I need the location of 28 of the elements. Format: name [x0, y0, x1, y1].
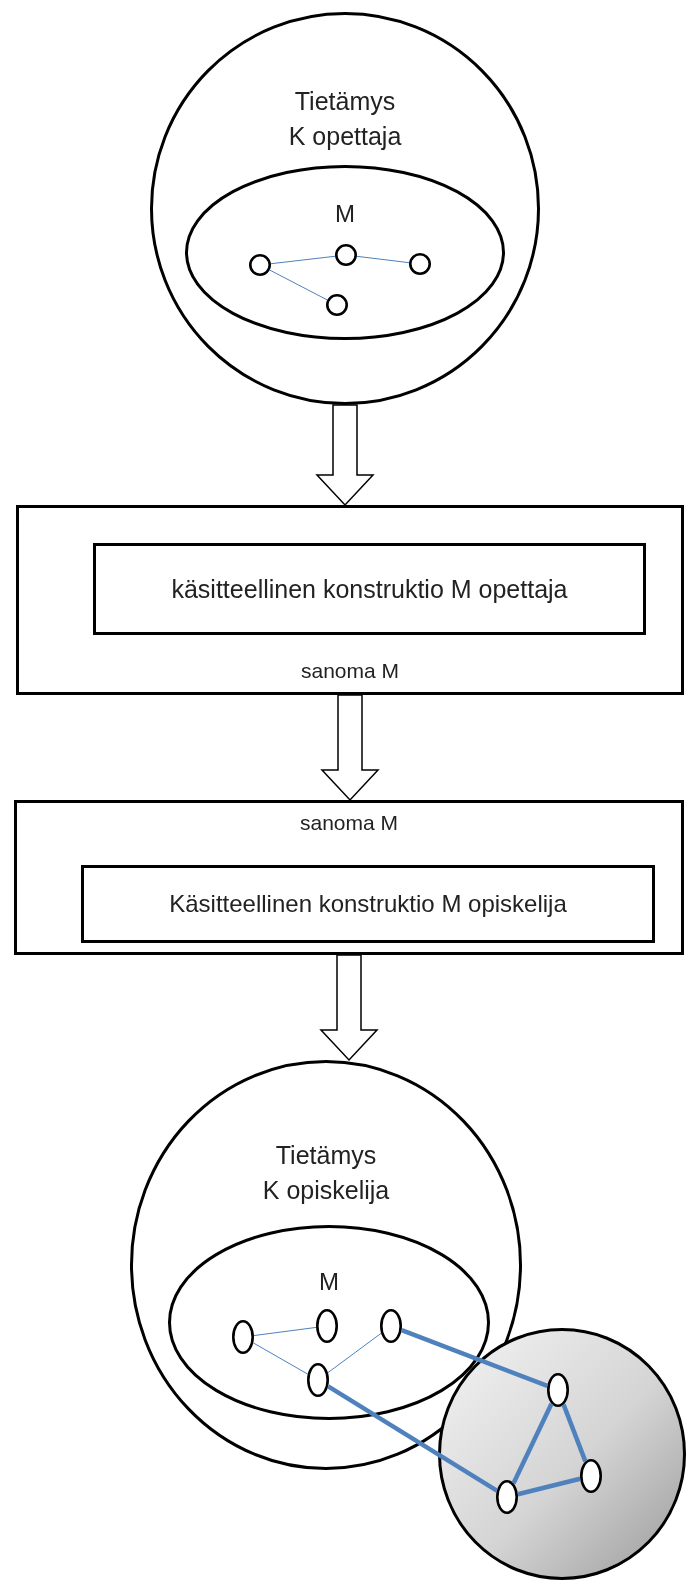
connector-line	[517, 1476, 581, 1497]
process-box	[16, 505, 684, 695]
block-arrow	[319, 954, 379, 1062]
node-label: M	[319, 1267, 339, 1297]
connector-line	[270, 255, 336, 265]
connector-line	[327, 1332, 382, 1374]
connector-line	[253, 1326, 317, 1337]
node-label: käsitteellinen konstruktio M opettaja	[171, 573, 568, 605]
node-label: Käsitteellinen konstruktio M opiskelija	[169, 889, 567, 920]
process-box	[81, 865, 655, 943]
connector-line	[327, 1384, 498, 1493]
node-label: Tietämys	[275, 1140, 377, 1171]
node-label: M	[335, 199, 355, 229]
connector-line	[356, 255, 410, 264]
node-label: sanoma M	[299, 810, 398, 836]
process-box	[14, 800, 684, 955]
node-label: Tietämys	[294, 86, 396, 117]
node-label: K opiskelija	[262, 1175, 390, 1206]
connector-line	[252, 1342, 309, 1375]
process-box	[93, 543, 646, 635]
connector-line	[561, 1403, 588, 1463]
node-label: sanoma M	[300, 658, 399, 684]
connector-line	[400, 1328, 549, 1388]
connector-line	[511, 1402, 554, 1485]
block-arrow	[320, 694, 380, 802]
node-label: K opettaja	[288, 121, 402, 152]
block-arrow	[315, 404, 375, 507]
connector-line	[269, 269, 328, 301]
